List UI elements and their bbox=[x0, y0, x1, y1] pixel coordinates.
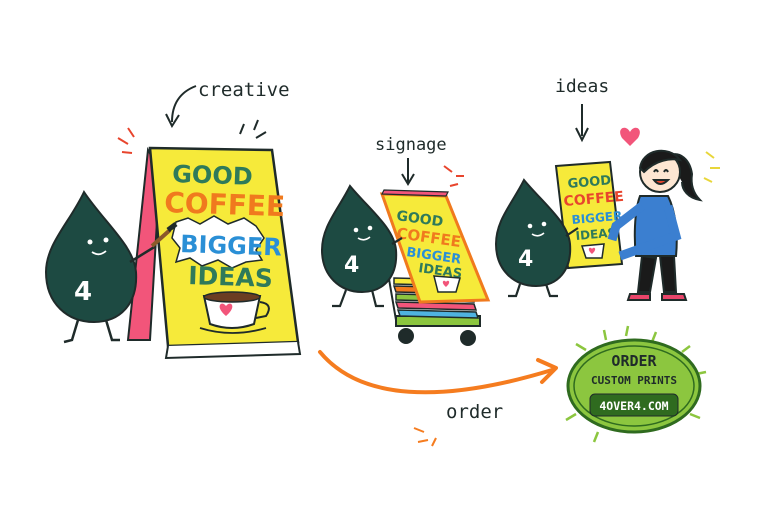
mascot-cart: 4 bbox=[320, 184, 403, 308]
sparkle-icon bbox=[413, 427, 437, 447]
curved-arrow-icon bbox=[318, 350, 554, 395]
burst-shape bbox=[171, 215, 265, 269]
poster-text-coffee: COFFEE bbox=[164, 186, 286, 223]
coffee-cup-icon bbox=[199, 291, 270, 334]
sparkle-icon bbox=[117, 127, 135, 154]
badge-order-text: ORDER bbox=[611, 352, 657, 370]
poster-text-bigger: BIGGER bbox=[180, 230, 282, 262]
label-signage: signage bbox=[375, 135, 447, 155]
paintbrush-icon bbox=[150, 228, 172, 248]
scene-signage: signage GOOD COFFEE BIGGER IDEAS bbox=[320, 135, 491, 346]
mascot-number: 4 bbox=[518, 247, 533, 272]
ideas-text-bigger: BIGGER bbox=[571, 209, 623, 227]
signage-text-good: GOOD bbox=[395, 208, 444, 230]
scene-ideas: ideas GOOD COFFEE BIGGER IDEAS 4 bbox=[494, 76, 720, 301]
sparkle-icon bbox=[239, 119, 267, 139]
coffee-cup-icon bbox=[433, 275, 461, 293]
coffee-cup-icon bbox=[580, 243, 605, 259]
scene-creative: creative GOOD COFFEE BIGGER IDEAS bbox=[44, 79, 302, 360]
poster-text-ideas: IDEAS bbox=[188, 261, 273, 293]
label-creative: creative bbox=[198, 79, 290, 101]
poster-text-good: GOOD bbox=[172, 160, 253, 191]
arrow-creative-icon bbox=[171, 85, 197, 123]
order-badge[interactable]: ORDER CUSTOM PRINTS 4OVER4.COM bbox=[565, 325, 707, 443]
heart-icon bbox=[620, 127, 640, 146]
mascot-painter: 4 bbox=[44, 189, 178, 344]
label-order: order bbox=[446, 401, 503, 423]
sparkle-icon bbox=[443, 165, 464, 187]
mascot-number: 4 bbox=[74, 277, 92, 307]
ideas-text-ideas: IDEAS bbox=[575, 226, 617, 243]
ideas-text-coffee: COFFEE bbox=[563, 189, 625, 210]
badge-url-pill[interactable] bbox=[589, 393, 679, 417]
person-customer bbox=[607, 149, 703, 301]
label-ideas: ideas bbox=[555, 76, 609, 97]
ideas-text-good: GOOD bbox=[567, 173, 612, 192]
sparkle-icon bbox=[703, 151, 720, 183]
badge-url-text: 4OVER4.COM bbox=[599, 399, 668, 413]
mascot-number: 4 bbox=[344, 253, 359, 278]
mascot-giver: 4 bbox=[494, 178, 579, 298]
order-flow: order bbox=[318, 350, 558, 447]
badge-custom-prints-text: CUSTOM PRINTS bbox=[591, 374, 677, 387]
